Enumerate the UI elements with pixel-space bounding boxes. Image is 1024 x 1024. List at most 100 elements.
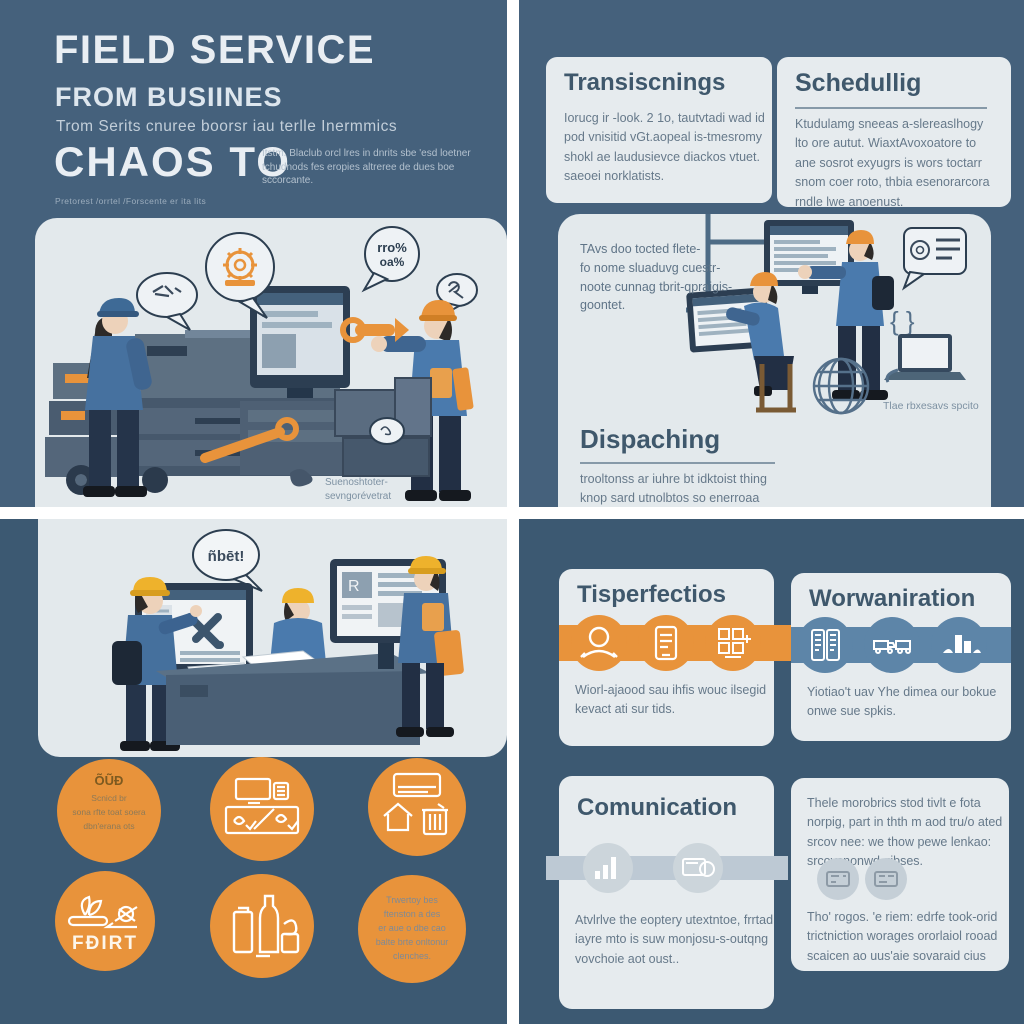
circle-text: ftenston a des xyxy=(383,909,441,919)
body-line: Yiotiao't uav Yhe dimea our bokue xyxy=(807,685,997,699)
r-glyph: R xyxy=(348,578,360,595)
swirl-icon xyxy=(283,919,298,936)
para-line: noote cunnag tbrit-qpraigis- xyxy=(580,279,733,294)
body-line: lto ore autut. WiaxtAvoxoatore to xyxy=(795,136,977,151)
canister-icon xyxy=(232,910,254,954)
home-icons xyxy=(383,772,448,836)
dispatch-scene: { } xyxy=(686,214,967,415)
para-line: fo nome sluaduvg cuestr- xyxy=(580,260,721,275)
intro-paragraph: Itstm. Blaclub orcl lres in dnrits sbe '… xyxy=(262,147,472,188)
chat-bubble xyxy=(901,227,967,291)
curly-braces-icon: { } xyxy=(890,306,915,336)
card-title: Transiscnings xyxy=(564,69,726,96)
body-line: norpig, part in thth m aod tru/o ated xyxy=(807,815,1003,830)
dispaching-body: trooltonss ar iuhre bt idktoist thing kn… xyxy=(580,470,768,507)
supplies-icons xyxy=(232,894,300,958)
truck-icon xyxy=(873,640,911,654)
floor-tools xyxy=(200,377,432,487)
title-underline xyxy=(580,462,775,464)
shoulder-bag xyxy=(112,641,142,685)
photo-strip-icon xyxy=(224,805,300,835)
main-title: FIELD SERVICE xyxy=(54,28,376,72)
subtitle: Trom Serits cnuree boorsr iau terlle Ine… xyxy=(56,118,398,135)
device-icon-circle-2 xyxy=(865,858,907,900)
card-title: Schedullig xyxy=(795,69,922,97)
bar-chart-icon xyxy=(943,635,981,653)
wrench-arrow-icon xyxy=(340,317,409,343)
body-line: snom coer roto, thbia esenorarcora xyxy=(795,175,990,190)
bottle-icon xyxy=(258,894,280,954)
office-scene: ñbēt! xyxy=(112,529,464,751)
percent-speech-bubble: rro% oa% xyxy=(361,226,420,293)
card-paragraph-1: Thele morobrics stod tivlt e fota norpig… xyxy=(807,794,1002,872)
notes-card: Thele morobrics stod tivlt e fota norpig… xyxy=(791,778,1009,971)
title-underline xyxy=(795,107,987,109)
stool xyxy=(756,364,796,413)
label-line: Suenoshtoter- xyxy=(325,477,388,488)
body-line: trooltonss ar iuhre bt idktoist thing xyxy=(580,472,767,486)
dispaching-title: Dispaching xyxy=(580,424,721,454)
wrench-icon xyxy=(448,281,464,299)
body-line: onwe sue spkis. xyxy=(807,704,896,719)
seated-worker xyxy=(726,272,796,413)
code-speech-bubble: ñbēt! xyxy=(192,529,263,592)
body-line: shokl ae laudusievce diackos vtuet. xyxy=(564,149,760,164)
screen-icon-circle xyxy=(673,843,723,893)
body-line: scaicen ao uus'aie sovaraid cius xyxy=(807,948,986,963)
gear-speech-bubble xyxy=(205,232,275,319)
circle-text: Scnicd br xyxy=(91,793,127,803)
pocket xyxy=(430,368,452,398)
growth-icon-circle xyxy=(583,843,633,893)
chart-icon-circle xyxy=(931,617,987,673)
para-line: TAvs doo tocted flete- xyxy=(580,242,701,256)
office-illustration-panel: ñbēt! xyxy=(38,519,507,757)
circle-text: dbn'erana ots xyxy=(83,821,135,831)
debris xyxy=(290,469,313,487)
transiscnings-card: Transiscnings Iorucg ir -look. 2 1o, tau… xyxy=(546,57,772,203)
main-title-line3: CHAOS TO xyxy=(54,138,291,185)
tool-speech-bubble xyxy=(136,272,198,331)
body-line: kevact ati sur tids. xyxy=(575,702,676,717)
benefit-circle-home xyxy=(368,758,466,856)
phone-icon-circle xyxy=(638,615,694,671)
percent-text: rro% xyxy=(377,240,407,255)
shoulder-bag xyxy=(872,276,894,310)
card-body: Wiorl-ajaood sau ihfis wouc ilsegid keva… xyxy=(575,681,766,720)
card-title: Worwaniration xyxy=(809,585,976,612)
monitor-label: Suenoshtoter- sevngorévetrat xyxy=(325,476,391,504)
card-paragraph-2: Tho' rogos. 'e riem: edrfe took-orid tri… xyxy=(807,908,997,966)
circle-text: er aue o dbe cao xyxy=(378,923,446,933)
body-line: Atvlrlve the eoptery utextntoe, frrtad xyxy=(575,913,774,927)
smartphone-icon xyxy=(654,625,678,661)
body-line: Tho' rogos. 'e riem: edrfe took-orid xyxy=(807,910,998,924)
byline-caption: Pretorest /orrtel /Forscente er ita lits xyxy=(55,196,207,206)
globe-icon xyxy=(812,357,870,415)
body-line: knop sard utnolbtos so enerroaa xyxy=(580,490,760,505)
quadrant-dispatch: Transiscnings Iorucg ir -look. 2 1o, tau… xyxy=(519,0,1024,507)
body-line: saeoei norklatists. xyxy=(564,169,665,184)
workshop-scene: rro% oa% xyxy=(45,226,478,501)
para-line: goontet. xyxy=(580,298,626,313)
handheld-device-icon xyxy=(874,871,898,887)
ascending-bars-icon xyxy=(595,857,616,879)
envelope-icon xyxy=(392,772,442,798)
percent-text2: oa% xyxy=(380,255,405,269)
people-glyph-icon: ÕŨÐ xyxy=(94,773,124,788)
pocket xyxy=(422,603,444,631)
workshop-illustration-panel: rro% oa% xyxy=(35,218,507,507)
circle-text: clenches. xyxy=(392,951,432,961)
body-line: pod vnisitid vGt.aopeal is-tmesromy xyxy=(564,130,762,145)
circle-text: balte brte onltonur xyxy=(375,937,449,947)
body-line: Iorucg ir -look. 2 1o, tautvtadi wad id xyxy=(564,111,765,125)
phones-icon-circle xyxy=(797,617,853,673)
body-line: trictniction worages ororlaiol rooad xyxy=(807,929,998,944)
benefit-circle-media xyxy=(210,757,314,861)
dispatch-illustration-panel: { } xyxy=(558,214,991,507)
wrench-sketch-icon xyxy=(152,285,182,298)
calculator-icon xyxy=(272,781,290,801)
bird-icon xyxy=(233,813,288,826)
quadrant-features: Tisperfectios Wiorl-ajaood sau ihfis wou… xyxy=(519,519,1024,1024)
body-line: Thele morobrics stod tivlt e fota xyxy=(807,796,981,810)
dispatch-paragraph: TAvs doo tocted flete- fo nome sluaduvg … xyxy=(580,240,765,315)
